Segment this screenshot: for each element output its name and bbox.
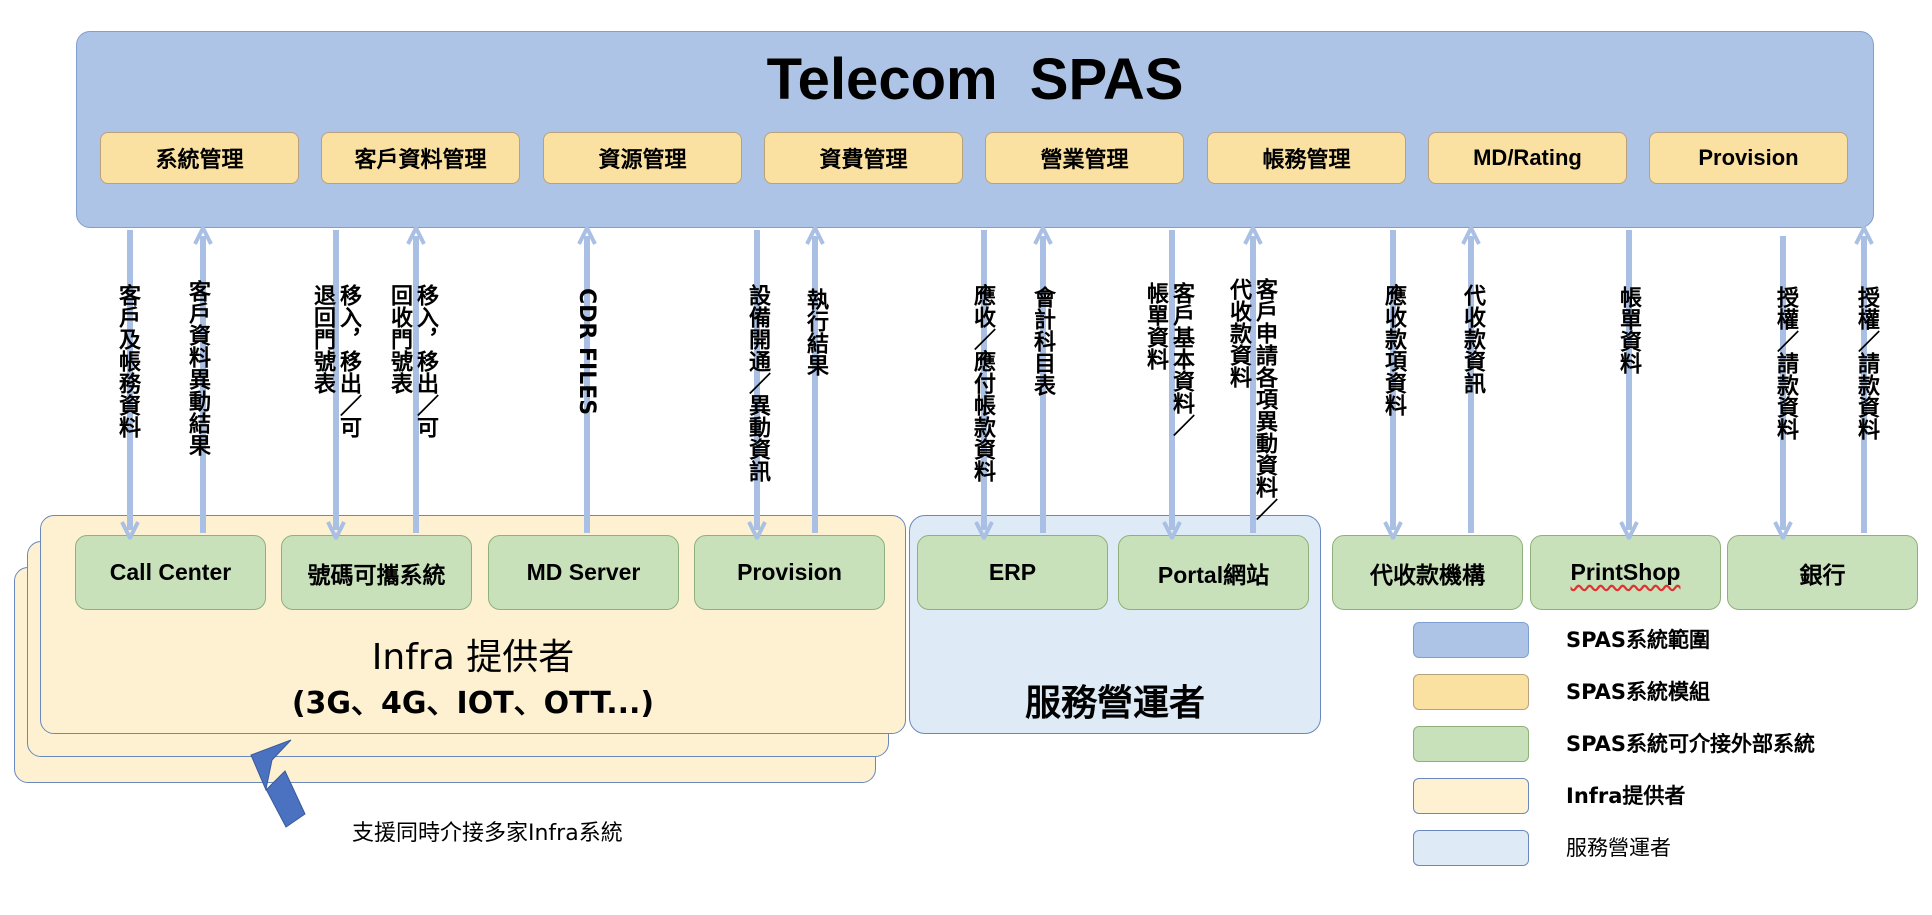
system-erp: ERP xyxy=(917,535,1108,610)
system-bank: 銀行 xyxy=(1727,535,1918,610)
printshop-label: PrintShop xyxy=(1570,559,1681,585)
module-system-management: 系統管理 xyxy=(100,132,299,184)
legend-label-infra: Infra提供者 xyxy=(1566,784,1686,808)
legend-swatch-spas-module xyxy=(1413,674,1529,710)
legend-label-service-operator: 服務營運者 xyxy=(1566,836,1671,860)
flow-label-11: 客戶申請各項異動資料／代收款資料 xyxy=(1226,278,1277,520)
legend-label-spas-scope: SPAS系統範圍 xyxy=(1566,628,1710,652)
legend-swatch-service-operator xyxy=(1413,830,1529,866)
module-billing-management: 帳務管理 xyxy=(1207,132,1406,184)
module-resource-management: 資源管理 xyxy=(543,132,742,184)
system-provision: Provision xyxy=(694,535,885,610)
infra-label: Infra 提供者 xyxy=(371,637,575,678)
legend-label-spas-module: SPAS系統模組 xyxy=(1566,680,1710,704)
infra-sublabel: (3G、4G、IOT、OTT...) xyxy=(291,686,655,721)
module-md-rating: MD/Rating xyxy=(1428,132,1627,184)
legend-swatch-spas-scope xyxy=(1413,622,1529,658)
flow-label-6: 設備開通／異動資訊 xyxy=(745,284,770,482)
flow-label-3: 移入，移出／可退回門號表 xyxy=(310,284,361,438)
flow-label-1: 客戶及帳務資料 xyxy=(115,284,140,438)
flow-label-16: 授權／請款資料 xyxy=(1854,286,1879,440)
flow-label-9: 會計科目表 xyxy=(1030,286,1055,396)
module-provision: Provision xyxy=(1649,132,1848,184)
system-printshop: PrintShop xyxy=(1530,535,1721,610)
legend-swatch-infra xyxy=(1413,778,1529,814)
system-collection-agency: 代收款機構 xyxy=(1332,535,1523,610)
system-number-portability: 號碼可攜系統 xyxy=(281,535,472,610)
page-title: Telecom SPAS xyxy=(766,47,1184,112)
infra-pointer-arrow xyxy=(250,739,306,828)
flow-label-14: 帳單資料 xyxy=(1616,286,1641,374)
system-call-center: Call Center xyxy=(75,535,266,610)
legend-swatch-external xyxy=(1413,726,1529,762)
flow-label-2: 客戶資料異動結果 xyxy=(185,280,210,456)
flow-label-4: 移入，移出／可回收門號表 xyxy=(387,284,438,438)
flow-label-5: CDR FILES xyxy=(574,288,599,416)
system-md-server: MD Server xyxy=(488,535,679,610)
service-operator-label: 服務營運者 xyxy=(1024,683,1205,724)
legend-label-external: SPAS系統可介接外部系統 xyxy=(1566,732,1815,756)
support-note: 支援同時介接多家Infra系統 xyxy=(352,821,623,846)
module-customer-management: 客戶資料管理 xyxy=(321,132,520,184)
spas-boundary xyxy=(76,31,1874,228)
flow-label-10: 客戶基本資料／帳單資料 xyxy=(1143,282,1194,436)
flow-label-12: 應收款項資料 xyxy=(1381,284,1406,416)
flow-label-8: 應收／應付帳款資料 xyxy=(970,284,995,482)
flow-label-15: 授權／請款資料 xyxy=(1773,286,1798,440)
system-portal: Portal網站 xyxy=(1118,535,1309,610)
module-sales-management: 營業管理 xyxy=(985,132,1184,184)
module-tariff-management: 資費管理 xyxy=(764,132,963,184)
flow-label-13: 代收款資訊 xyxy=(1460,284,1485,394)
flow-label-7: 執行結果 xyxy=(803,288,828,376)
